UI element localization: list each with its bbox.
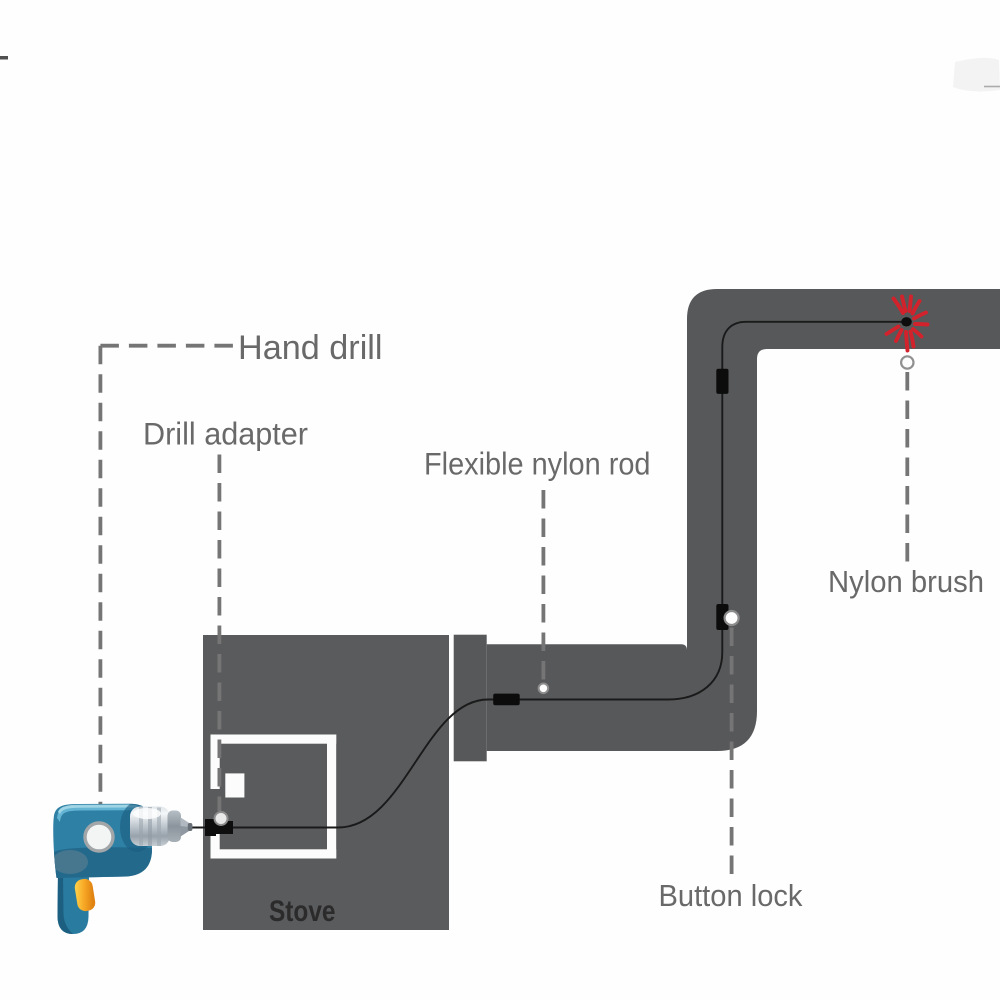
svg-text:Button lock: Button lock: [659, 879, 804, 913]
svg-text:Drill adapter: Drill adapter: [143, 416, 308, 452]
svg-text:Nylon brush: Nylon brush: [828, 564, 984, 599]
svg-text:Stove: Stove: [269, 895, 336, 928]
svg-text:Flexible nylon rod: Flexible nylon rod: [424, 446, 651, 482]
svg-text:Hand drill: Hand drill: [238, 329, 383, 367]
